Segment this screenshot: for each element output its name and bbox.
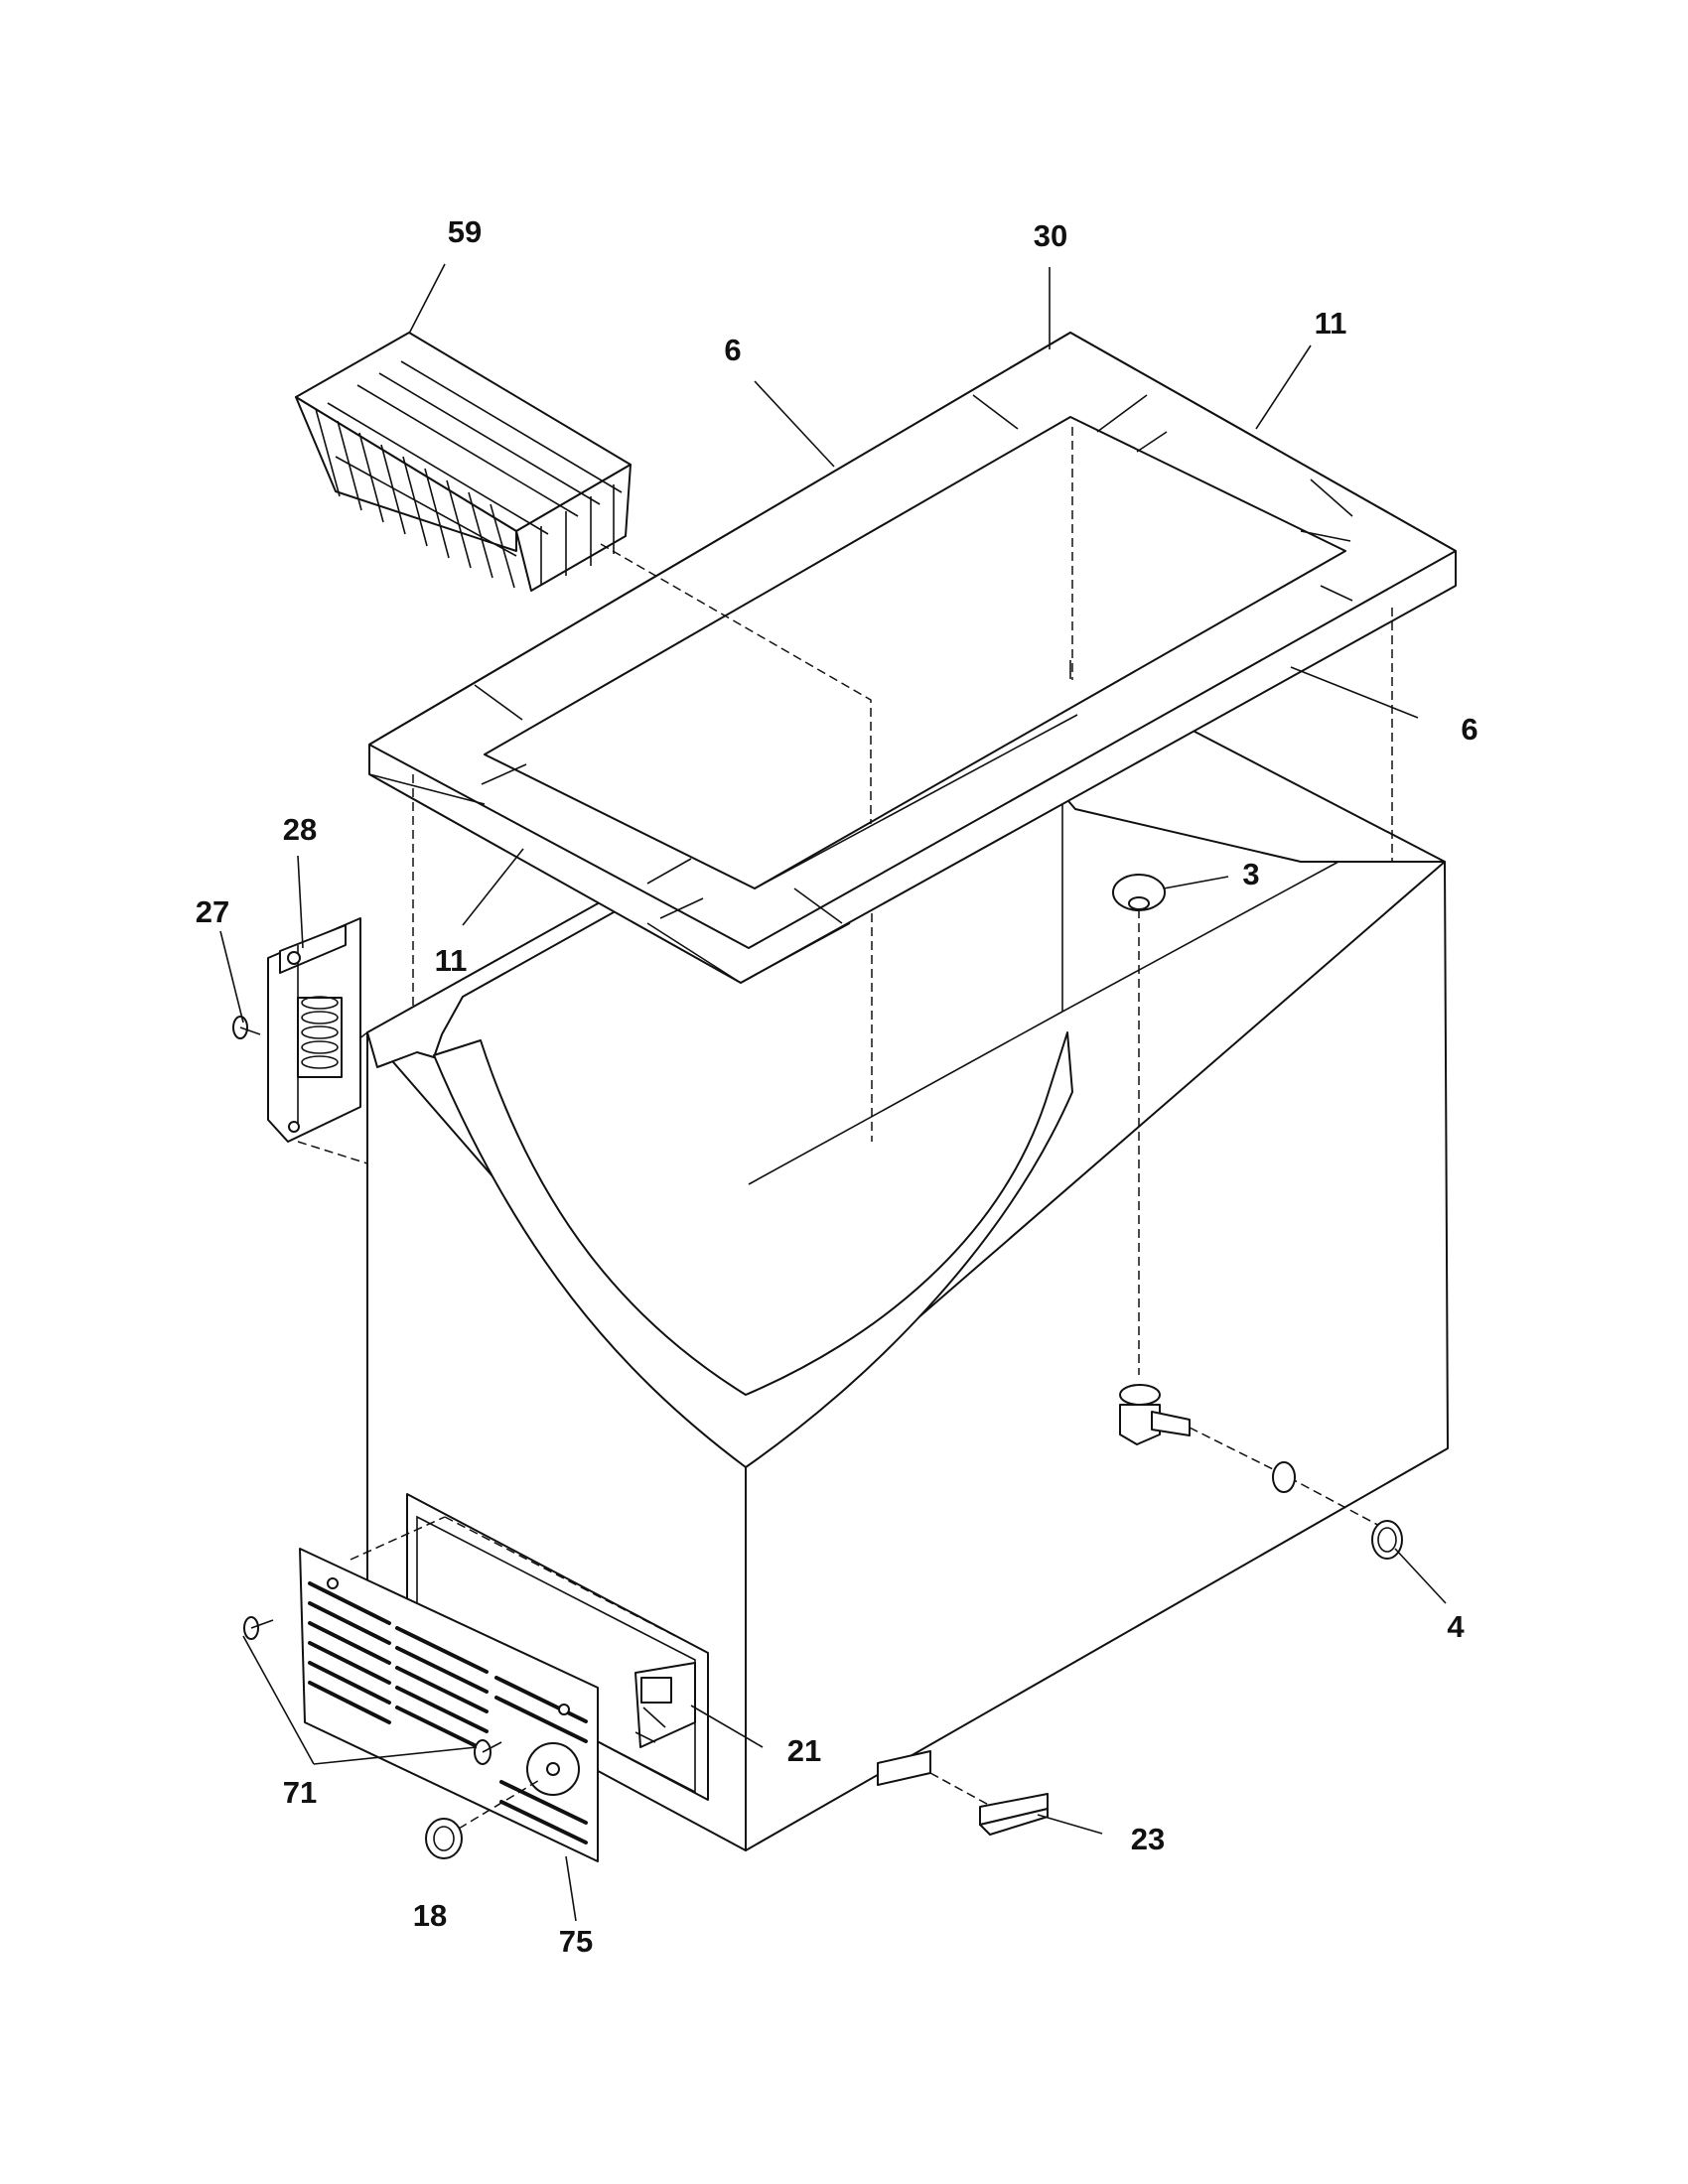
storage-basket (295, 332, 872, 824)
hinge-screw (232, 1016, 261, 1039)
cold-control (634, 1662, 696, 1748)
callout-6-top: 6 (724, 333, 741, 367)
grille-screws (243, 1616, 502, 1765)
callout-59: 59 (448, 214, 482, 249)
callout-11-front: 11 (435, 943, 468, 978)
callout-labels: 59 30 6 11 6 28 27 11 3 4 21 71 23 18 75 (196, 214, 1478, 1959)
callout-28: 28 (283, 812, 317, 847)
callout-30: 30 (1034, 218, 1067, 253)
callout-11-top: 11 (1315, 306, 1347, 341)
callout-21: 21 (787, 1733, 821, 1768)
breaker-strip-frame (368, 332, 1457, 1142)
lid-hinge-assembly (267, 917, 361, 1143)
callout-75: 75 (559, 1924, 593, 1959)
callout-6-front: 6 (1461, 712, 1477, 747)
callout-23: 23 (1131, 1822, 1165, 1856)
kickplate-grille (299, 1548, 599, 1862)
control-knob (425, 1778, 542, 1859)
callout-71: 71 (283, 1775, 317, 1810)
callout-18: 18 (413, 1898, 447, 1933)
signal-light (877, 1750, 1049, 1836)
callout-27: 27 (196, 894, 229, 929)
callout-3: 3 (1242, 857, 1259, 891)
leader-lines (219, 263, 1447, 1922)
callout-4: 4 (1447, 1609, 1465, 1644)
drain-assembly (1112, 874, 1403, 1560)
